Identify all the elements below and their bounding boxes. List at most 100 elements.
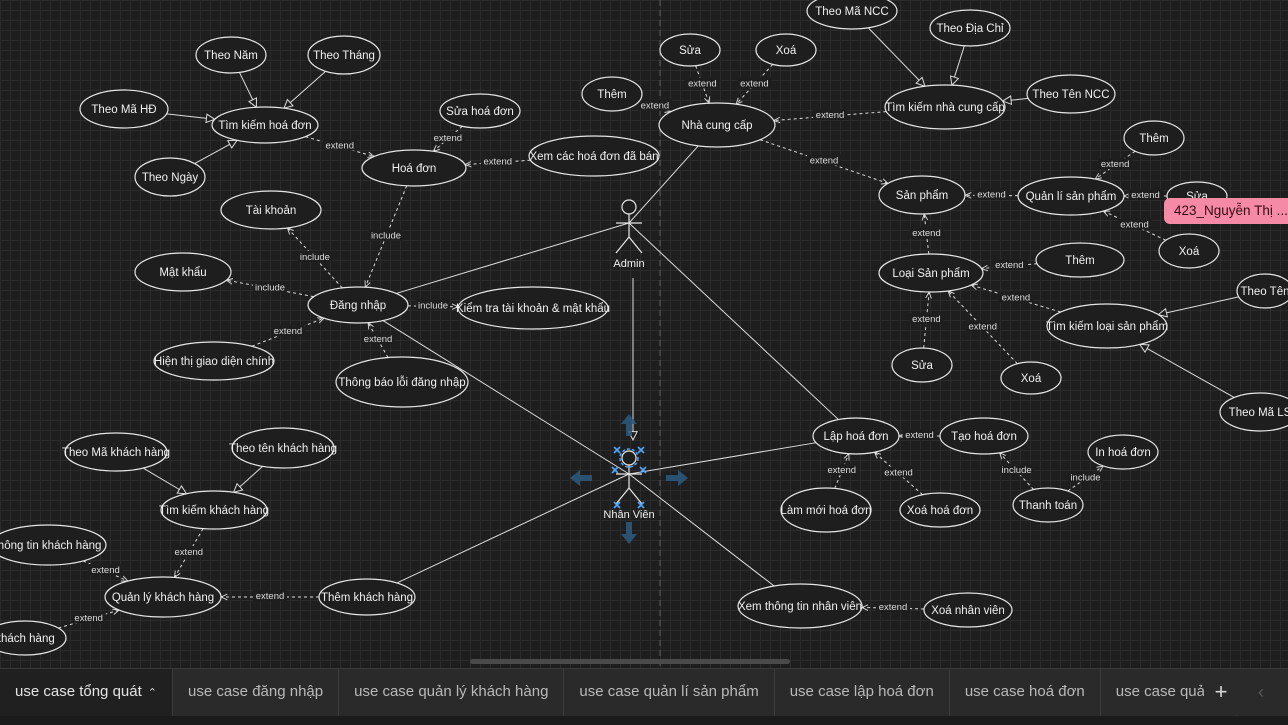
use-case-loai-san-pham[interactable]: Loại Sản phẩm [878,253,984,293]
use-case-xoa-hoa-don[interactable]: Xoá hoá đơn [899,492,981,528]
use-case-theo-dia-chi[interactable]: Theo Địa Chỉ [929,9,1011,47]
association-line[interactable] [628,473,775,587]
use-case-lsp-sua[interactable]: Sửa [891,347,953,383]
actor-admin[interactable]: Admin [613,199,645,270]
dependency-arrow[interactable] [287,228,343,289]
selection-handle[interactable] [637,446,645,454]
use-case-quan-ly-kh[interactable]: Quản lý khách hàng [104,576,222,618]
use-case-dang-nhap[interactable]: Đăng nhập [307,286,409,324]
use-case-ellipse [878,175,966,215]
use-case-theo-ma-ncc[interactable]: Theo Mã NCC [806,0,898,30]
use-case-tao-hoa-don[interactable]: Tạo hoá đơn [939,417,1029,455]
generalization-arrow[interactable] [952,45,965,85]
horizontal-scrollbar[interactable] [470,659,790,664]
association-line[interactable] [628,145,699,224]
use-case-xem-tt-nv[interactable]: Xem thông tin nhân viên [737,583,863,629]
selection-handle[interactable] [639,466,647,474]
use-case-san-pham[interactable]: Sản phẩm [878,175,966,215]
resize-arrow-icon[interactable] [570,470,592,486]
use-case-theo-ma-lsp[interactable]: Theo Mã LS [1219,392,1288,432]
use-case-thong-bao-loi[interactable]: Thông báo lỗi đăng nhập [335,356,469,408]
generalization-arrow[interactable] [1158,296,1239,315]
selection-handle[interactable] [613,446,621,454]
selection-handle[interactable] [637,501,645,509]
use-case-hien-thi-giao-dien[interactable]: Hiện thị giao diện chính [153,341,275,381]
use-case-quan-li-san-pham[interactable]: Quản lí sản phẩm [1017,176,1125,216]
tab-use-case-lap-hoa-don[interactable]: use case lập hoá đơn [775,669,950,717]
use-case-diagram[interactable]: extendextendextendincludeincludeincludei… [0,0,1288,668]
use-case-kh-hang[interactable]: khách hàng [0,620,67,656]
relation-label: include [255,282,285,293]
generalization-arrow[interactable] [194,140,237,164]
tab-use-case-hoa-don[interactable]: use case hoá đơn [950,669,1101,717]
use-case-theo-thang[interactable]: Theo Tháng [307,35,381,75]
selection-handle[interactable] [613,501,621,509]
use-case-lam-moi-hoa-don[interactable]: Làm mới hoá đơn [780,487,872,533]
use-case-ncc-them[interactable]: Thêm [581,76,643,112]
use-case-thong-tin-kh[interactable]: thông tin khách hàng [0,524,107,566]
use-case-label: Sửa hoá đơn [446,106,514,118]
generalization-arrow[interactable] [166,113,215,119]
use-case-xem-cac-hoa-don[interactable]: Xem các hoá đơn đã bán [528,135,660,177]
relation-label: extend [879,602,908,613]
tab-use-case-dang-nhap[interactable]: use case đăng nhập [173,669,340,717]
resize-arrow-icon[interactable] [666,470,688,486]
use-case-theo-nam[interactable]: Theo Năm [195,36,267,74]
resize-arrow-icon[interactable] [621,414,637,436]
resize-arrow-icon[interactable] [621,522,637,544]
generalization-arrow[interactable] [867,27,925,86]
use-case-theo-ten-kh[interactable]: Theo tên khách hàng [229,427,337,469]
generalization-arrow[interactable] [1003,98,1029,101]
generalization-arrow[interactable] [142,467,186,494]
rotate-handle-icon[interactable] [619,448,639,468]
use-case-theo-ngay[interactable]: Theo Ngày [134,157,206,197]
association-line[interactable] [396,222,630,294]
add-page-icon[interactable]: + [1204,669,1238,715]
use-case-theo-ten-lsp[interactable]: Theo Tên [1236,273,1288,309]
generalization-arrow[interactable] [234,465,263,492]
use-case-lsp-them[interactable]: Thêm [1035,242,1125,278]
use-case-theo-ma-hd[interactable]: Theo Mã HĐ [79,89,169,129]
use-case-hoa-don[interactable]: Hoá đơn [361,149,467,187]
use-case-in-hoa-don[interactable]: In hoá đơn [1087,434,1159,470]
actor-leg [628,236,643,254]
generalization-arrow[interactable] [284,70,326,108]
use-case-sp-xoa[interactable]: Xoá [1158,233,1220,269]
actor-nhan-vien[interactable]: Nhân Viên [603,450,655,521]
use-case-theo-ma-kh[interactable]: Theo Mã khách hàng [62,432,170,472]
use-case-mat-khau[interactable]: Mật khẩu [134,252,232,292]
use-case-ncc-sua[interactable]: Sửa [659,33,721,67]
tab-use-case-quan-li-san-pham[interactable]: use case quản lí sản phẩm [564,669,775,717]
generalization-arrow[interactable] [1140,344,1235,398]
use-case-them-kh[interactable]: Thêm khách hàng [318,578,416,616]
use-case-tim-kiem-kh[interactable]: Tìm kiếm khách hàng [159,490,269,530]
use-case-lap-hoa-don[interactable]: Lập hoá đơn [812,417,900,455]
use-case-tim-kiem-hoa-don[interactable]: Tìm kiếm hoá đơn [211,106,319,144]
association-line[interactable] [382,320,630,475]
use-case-sp-them[interactable]: Thêm [1123,120,1185,156]
use-case-thanh-toan[interactable]: Thanh toán [1012,487,1084,523]
generalization-arrow[interactable] [239,72,256,107]
association-line[interactable] [396,473,630,584]
use-case-tim-kiem-ncc[interactable]: Tìm kiếm nhà cung cấp [884,84,1006,130]
use-case-xoa-nv[interactable]: Xoá nhân viên [923,592,1013,628]
selection-handle[interactable] [611,466,619,474]
use-case-lsp-xoa[interactable]: Xoá [1000,361,1062,395]
chevron-left-icon[interactable]: ‹ [1246,669,1276,715]
use-case-sua-hoa-don[interactable]: Sửa hoá đơn [439,93,521,129]
use-case-kiem-tra-tk-mk[interactable]: Kiểm tra tài khoản & mật khẩu [456,286,610,330]
use-case-ncc-xoa[interactable]: Xoá [755,33,817,67]
dependency-arrow[interactable] [1067,466,1103,492]
use-case-tim-kiem-loai-sp[interactable]: Tìm kiếm loại sản phẩm [1046,303,1168,349]
tab-use-case-tong-quat[interactable]: use case tổng quát⌃ [0,669,173,717]
association-line[interactable] [628,222,839,420]
tab-use-case-quan-ly-khach-hang[interactable]: use case quản lý khách hàng [339,669,565,717]
use-case-ellipse [134,157,206,197]
association-line[interactable] [628,442,817,475]
chevron-up-icon[interactable]: ⌃ [147,687,157,699]
use-case-theo-ten-ncc[interactable]: Theo Tên NCC [1026,74,1116,114]
use-case-label: Theo Tên [1240,286,1288,298]
use-case-nha-cung-cap[interactable]: Nhà cung cấp [658,102,776,148]
use-case-tai-khoan[interactable]: Tài khoản [220,190,322,230]
